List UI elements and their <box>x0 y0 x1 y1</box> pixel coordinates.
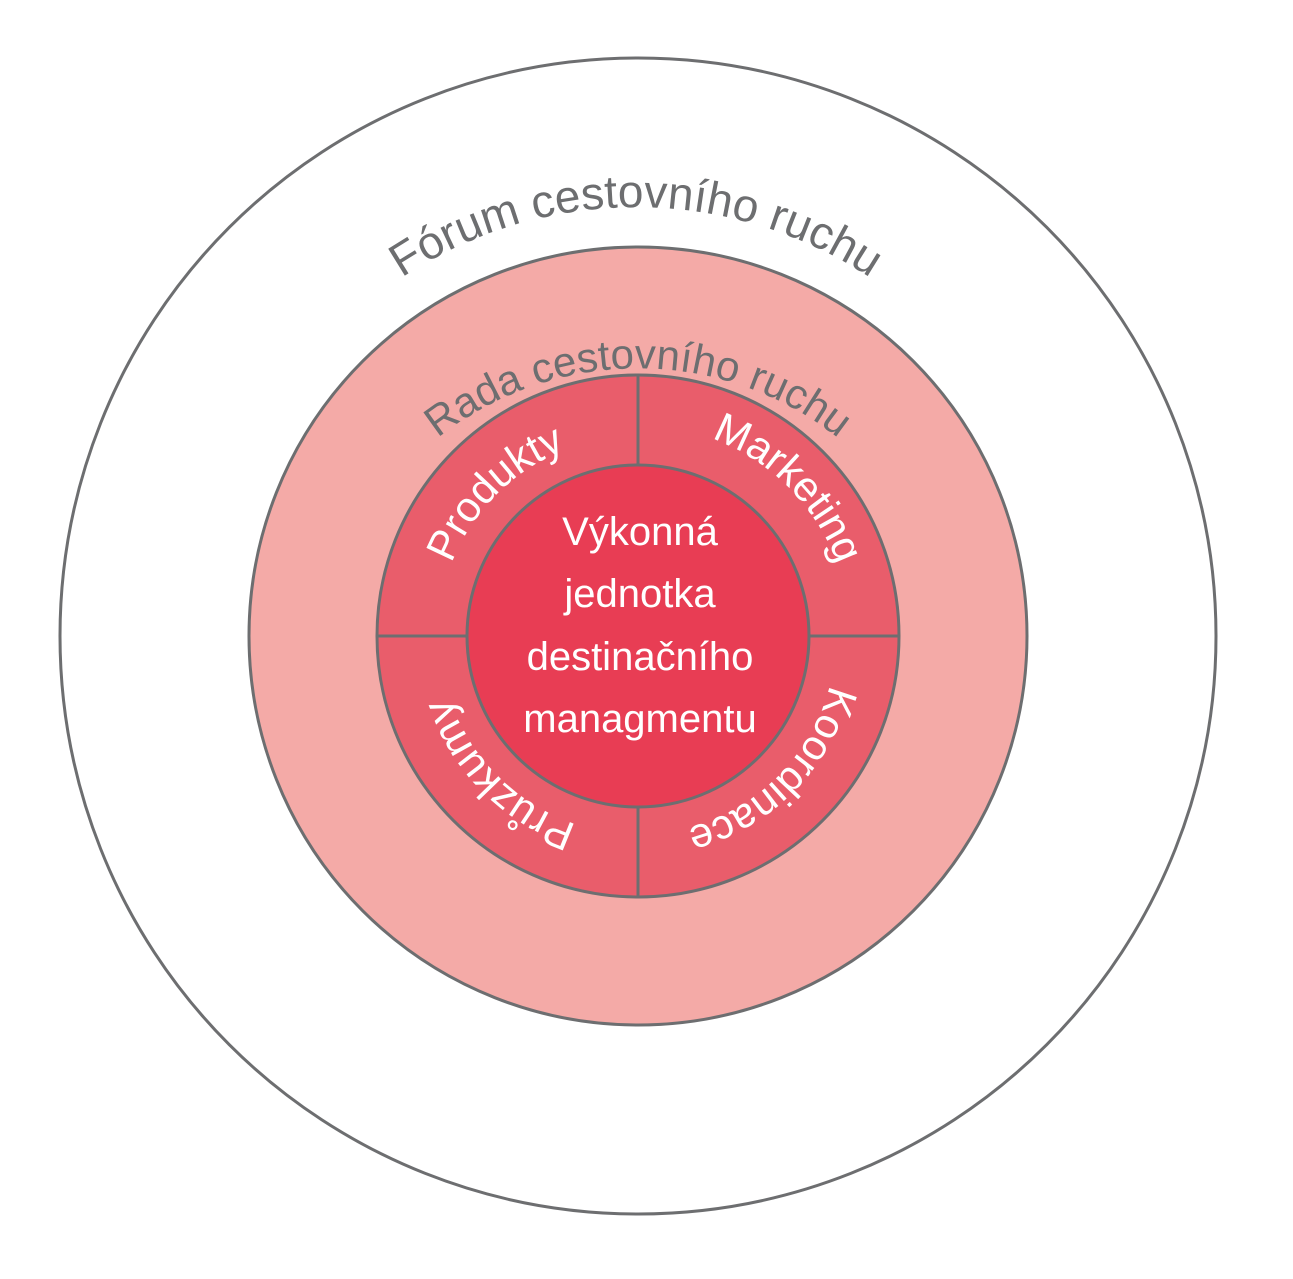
center-line-4: managmentu <box>523 697 756 741</box>
center-line-3: destinačního <box>527 635 754 679</box>
center-circle <box>465 463 811 809</box>
center-line-2: jednotka <box>563 572 716 616</box>
center-label: Výkonná jednotka destinačního managmentu <box>523 510 756 741</box>
center-line-1: Výkonná <box>562 510 718 554</box>
